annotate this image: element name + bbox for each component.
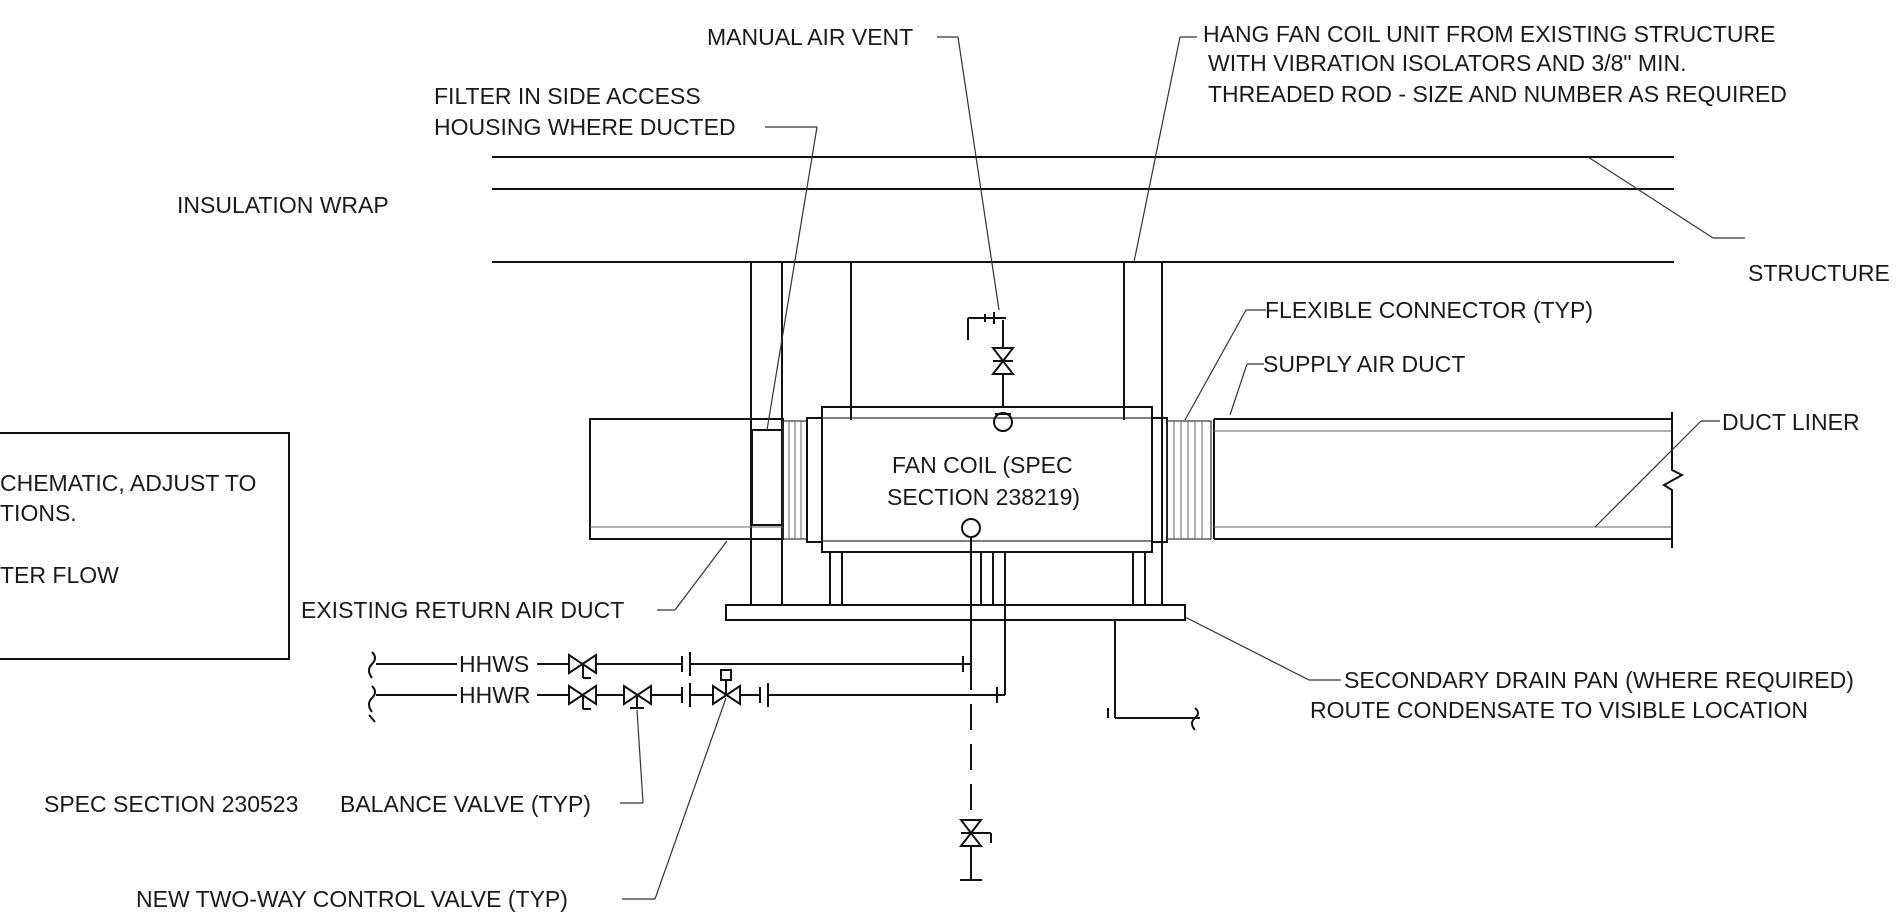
return-air-duct xyxy=(589,418,784,540)
label-flexible-connector: FLEXIBLE CONNECTOR (TYP) xyxy=(1265,297,1593,323)
fan-coil-label-line1: FAN COIL (SPEC xyxy=(892,452,1073,478)
supply-air-duct xyxy=(1213,412,1685,548)
label-hhws: HHWS xyxy=(459,651,529,677)
label-duct-liner: DUCT LINER xyxy=(1722,409,1860,435)
label-insulation-wrap: INSULATION WRAP xyxy=(177,192,389,218)
hhwr-pipe xyxy=(368,669,1005,723)
label-filter-line2: HOUSING WHERE DUCTED xyxy=(434,114,736,140)
label-hang-line2: WITH VIBRATION ISOLATORS AND 3/8" MIN. xyxy=(1208,50,1686,76)
label-balance-valve: BALANCE VALVE (TYP) xyxy=(340,791,591,817)
label-hang-line3: THREADED ROD - SIZE AND NUMBER AS REQUIR… xyxy=(1208,81,1787,107)
label-control-valve: NEW TWO-WAY CONTROL VALVE (TYP) xyxy=(136,886,568,912)
air-vent-piping xyxy=(967,312,1016,432)
filter-housing xyxy=(751,429,783,526)
note-line-2: TIONS. xyxy=(0,500,77,526)
label-filter-line1: FILTER IN SIDE ACCESS xyxy=(434,83,701,109)
secondary-drain-pan xyxy=(725,604,1200,731)
label-existing-return-air-duct: EXISTING RETURN AIR DUCT xyxy=(301,597,624,623)
label-spec-section: SPEC SECTION 230523 xyxy=(44,791,298,817)
unit-legs xyxy=(829,552,1146,605)
structure-lines xyxy=(492,156,1674,263)
label-supply-air-duct: SUPPLY AIR DUCT xyxy=(1263,351,1465,377)
hhws-pipe xyxy=(368,651,971,679)
hanger-rods xyxy=(750,262,1163,605)
coil-connections xyxy=(958,518,1006,881)
label-drain-pan-line2: ROUTE CONDENSATE TO VISIBLE LOCATION xyxy=(1310,697,1808,723)
label-manual-air-vent: MANUAL AIR VENT xyxy=(707,24,913,50)
callout-labels: MANUAL AIR VENT HANG FAN COIL UNIT FROM … xyxy=(44,21,1890,912)
label-drain-pan-line1: SECONDARY DRAIN PAN (WHERE REQUIRED) xyxy=(1344,667,1854,693)
note-line-1: CHEMATIC, ADJUST TO xyxy=(0,470,256,496)
label-structure: STRUCTURE xyxy=(1748,260,1890,286)
label-hang-line1: HANG FAN COIL UNIT FROM EXISTING STRUCTU… xyxy=(1203,21,1775,47)
flexible-connector-right xyxy=(1151,417,1212,543)
label-hhwr: HHWR xyxy=(459,682,531,708)
note-line-3: TER FLOW xyxy=(0,562,119,588)
fan-coil-unit: FAN COIL (SPEC SECTION 238219) xyxy=(821,406,1153,553)
notes-box: CHEMATIC, ADJUST TO TIONS. TER FLOW xyxy=(0,432,290,660)
leader-lines xyxy=(620,36,1745,900)
flexible-connector-left xyxy=(782,417,823,543)
fan-coil-label-line2: SECTION 238219) xyxy=(887,484,1080,510)
